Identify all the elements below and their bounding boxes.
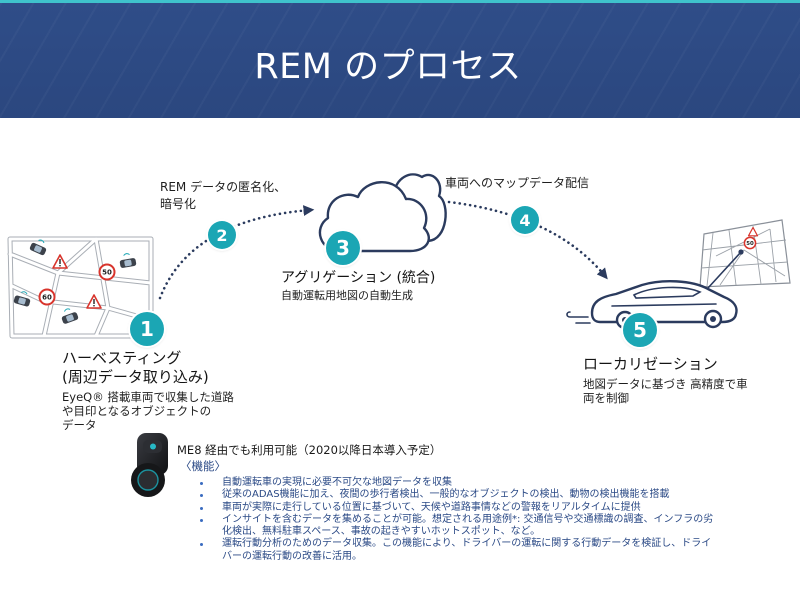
map-roads-center — [8, 237, 153, 338]
step-number-5: 5 — [623, 313, 657, 347]
device-mount-ring — [137, 469, 159, 491]
warning-sign-icon — [86, 294, 102, 309]
localization-description: 地図データに基づき 高精度で車 両を制御 — [583, 377, 748, 405]
feature-list: 自動運転車の実現に必要不可欠な地図データを収集 従来のADAS機能に加え、夜間の… — [197, 477, 722, 563]
harvesting-description: EyeQ® 搭載車両で収集した道路 や目印となるオブジェクトの データ — [62, 390, 234, 432]
map-delivery-caption: 車両へのマップデータ配信 — [445, 176, 590, 190]
car-icon — [566, 280, 738, 330]
aggregation-title: アグリゲーション (統合) — [281, 270, 436, 286]
warning-sign-icon — [52, 254, 68, 269]
localization-map-illustration: 50 — [699, 219, 791, 289]
device-lens-light — [150, 443, 156, 450]
bullet-icon — [197, 502, 222, 514]
step-number-1: 1 — [130, 312, 164, 346]
slide-header: REM のプロセス — [0, 3, 800, 118]
localization-title: ローカリゼーション — [583, 355, 718, 373]
camera-device-icon — [131, 433, 168, 497]
feature-item: 自動運転車の実現に必要不可欠な地図データを収集 — [197, 477, 722, 489]
bullet-icon — [197, 514, 222, 526]
car-wheel-hub — [710, 316, 716, 322]
harvesting-title: ハーベスティング (周辺データ取り込み) — [62, 349, 209, 386]
features-heading: 〈機能〉 — [180, 459, 226, 473]
bullet-icon — [197, 489, 222, 501]
feature-text: インサイトを含むデータを集めることが可能。想定される用途例*: 交通信号や交通標… — [222, 513, 714, 538]
feature-text: 従来のADAS機能に加え、夜間の歩行者検出、一般的なオブジェクトの検出、動物の検… — [222, 489, 670, 501]
feature-item: インサイトを含むデータを集めることが可能。想定される用途例*: 交通信号や交通標… — [197, 514, 722, 539]
harvesting-map-illustration: 50 60 — [7, 236, 154, 339]
feature-item: 従来のADAS機能に加え、夜間の歩行者検出、一般的なオブジェクトの検出、動物の検… — [197, 489, 722, 501]
me8-availability: ME8 経由でも利用可能（2020以降日本導入予定） — [177, 443, 442, 457]
speed-limit-sign-icon: 50 — [743, 236, 757, 250]
bullet-icon — [197, 538, 222, 550]
car-icon — [61, 308, 79, 324]
device-mount-center — [138, 470, 158, 490]
car-window — [632, 286, 702, 299]
anonymization-caption: REM データの匿名化、 暗号化 — [160, 180, 287, 211]
speed-limit-value: 50 — [102, 269, 112, 277]
bullet-icon — [197, 477, 222, 489]
dotted-arrow-icon — [447, 200, 608, 280]
top-accent-line — [0, 0, 800, 3]
map-icon — [699, 219, 791, 288]
car-icon — [119, 253, 137, 268]
speed-limit-sign-icon: 50 — [98, 263, 116, 281]
warning-sign-icon — [747, 226, 759, 237]
aggregation-description: 自動運転用地図の自動生成 — [281, 289, 413, 302]
map-link-line — [707, 251, 742, 289]
feature-text: 車両が実際に走行している位置に基づいて、天候や道路事情などの警報をリアルタイムに… — [222, 501, 641, 513]
speed-limit-value: 60 — [42, 294, 52, 302]
feature-text: 運転行動分析のためのデータ収集。この機能により、ドライバーの運転に関する行動デー… — [222, 538, 712, 562]
car-icon — [13, 291, 31, 307]
slide-title: REM のプロセス — [254, 47, 522, 87]
step-number-2: 2 — [208, 221, 236, 249]
speed-limit-value: 50 — [746, 241, 754, 247]
feature-item: 運転行動分析のためのデータ収集。この機能により、ドライバーの運転に関する行動デー… — [197, 538, 722, 563]
feature-item: 車両が実際に走行している位置に基づいて、天候や道路事情などの警報をリアルタイムに… — [197, 502, 722, 514]
step-number-3: 3 — [326, 231, 360, 265]
speed-limit-sign-icon: 60 — [38, 288, 56, 306]
car-side-line — [611, 303, 717, 307]
feature-text: 自動運転車の実現に必要不可欠な地図データを収集 — [222, 477, 452, 488]
step-number-4: 4 — [511, 206, 539, 234]
car-icon — [29, 239, 47, 256]
motion-lines — [566, 311, 591, 324]
